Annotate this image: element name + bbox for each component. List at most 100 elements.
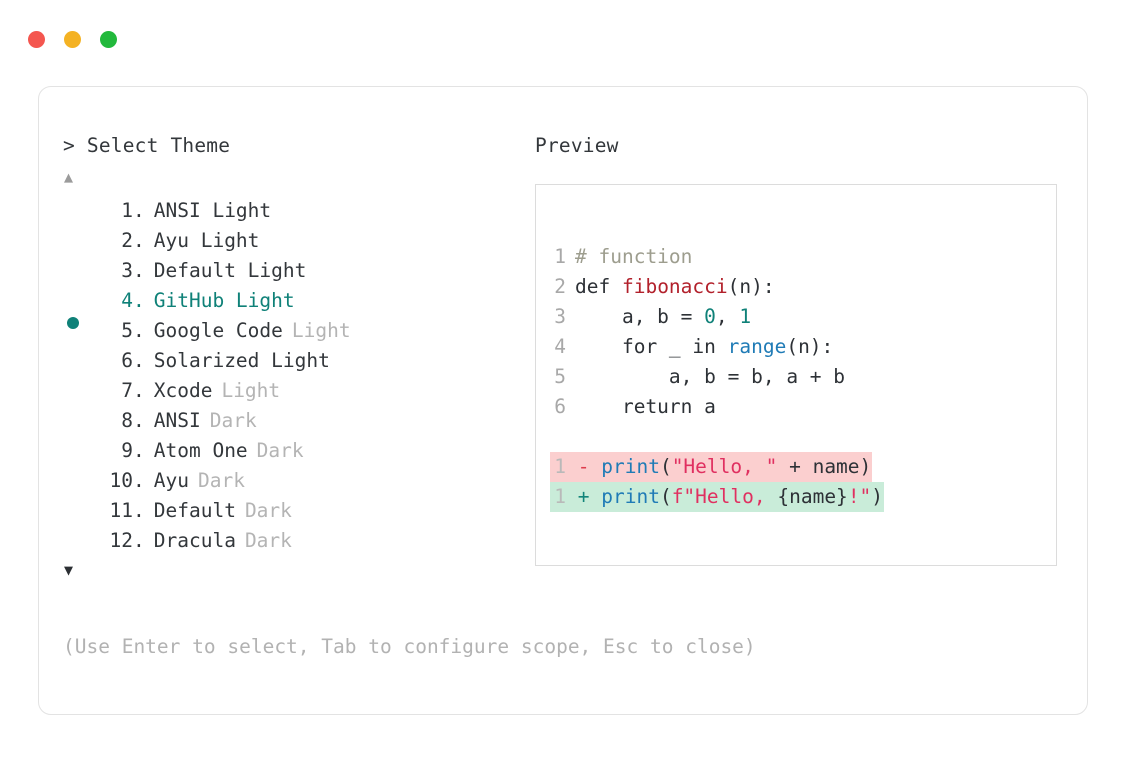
theme-item-number: 11 xyxy=(109,499,133,522)
theme-item-name: Xcode xyxy=(153,379,213,402)
theme-item-number: 8 xyxy=(121,409,133,432)
code-token: fibonacci xyxy=(621,275,728,298)
theme-item-name: ANSI xyxy=(153,409,201,432)
theme-item-variant-label: Dark xyxy=(197,469,245,492)
theme-list-item[interactable]: 1.ANSI Light xyxy=(63,196,533,226)
code-token: range xyxy=(727,335,787,358)
theme-item-number: 1 xyxy=(121,199,133,222)
scroll-up-arrow-icon[interactable]: ▲ xyxy=(64,168,74,186)
line-number: 1 xyxy=(550,482,566,512)
line-number: 4 xyxy=(554,335,566,358)
theme-item-name: Dracula xyxy=(153,529,236,552)
theme-item-dot: . xyxy=(133,289,145,312)
code-token: a, b = b, a + b xyxy=(575,365,846,388)
theme-item-name: Google Code xyxy=(153,319,283,342)
minimize-button[interactable] xyxy=(64,31,81,48)
line-number: 1 xyxy=(550,452,566,482)
close-button[interactable] xyxy=(28,31,45,48)
code-token: for _ in xyxy=(575,335,728,358)
theme-list-item[interactable]: 3.Default Light xyxy=(63,256,533,286)
theme-list-item[interactable]: 6. Solarized Light xyxy=(63,346,533,376)
code-token: "Hello, " xyxy=(671,455,778,478)
window-titlebar xyxy=(28,31,117,48)
theme-item-dot: . xyxy=(133,439,145,462)
code-line: 3 a, b = 0, 1 xyxy=(550,302,1056,332)
theme-item-variant-label: Light xyxy=(291,319,351,342)
theme-item-dot: . xyxy=(133,409,145,432)
code-token: !" xyxy=(847,485,872,508)
line-number: 2 xyxy=(554,275,566,298)
theme-item-number: 2 xyxy=(121,229,133,252)
theme-item-name: ANSI Light xyxy=(153,199,272,222)
theme-item-dot: . xyxy=(133,349,145,372)
code-token xyxy=(589,485,601,508)
theme-item-number: 12 xyxy=(109,529,133,552)
theme-item-number: 4 xyxy=(121,289,133,312)
code-token: return a xyxy=(575,395,716,418)
code-token xyxy=(589,455,601,478)
code-token: # function xyxy=(575,245,693,268)
scroll-down-arrow-icon[interactable]: ▼ xyxy=(64,561,74,579)
theme-item-name: Ayu Light xyxy=(153,229,260,252)
theme-item-number: 6 xyxy=(121,349,133,372)
theme-item-dot: . xyxy=(133,319,145,342)
code-token: + name) xyxy=(777,455,872,478)
theme-list-item[interactable]: 10. Ayu Dark xyxy=(63,466,533,496)
theme-item-variant-label: Dark xyxy=(244,529,292,552)
line-number: 3 xyxy=(554,305,566,328)
theme-item-number: 10 xyxy=(109,469,133,492)
line-number: 5 xyxy=(554,365,566,388)
code-token: print xyxy=(601,485,660,508)
theme-item-variant-label: Dark xyxy=(209,409,257,432)
theme-item-name: Solarized Light xyxy=(153,349,330,372)
code-token: ( xyxy=(659,485,672,508)
code-token: (n): xyxy=(786,335,834,358)
code-token: ( xyxy=(659,455,672,478)
code-token: ) xyxy=(871,485,884,508)
selected-bullet-icon xyxy=(67,317,79,329)
theme-item-variant-label: Dark xyxy=(256,439,304,462)
theme-item-dot: . xyxy=(133,259,145,282)
code-token: print xyxy=(601,455,660,478)
theme-item-name: Ayu xyxy=(153,469,189,492)
theme-item-dot: . xyxy=(133,469,145,492)
code-line-text: # function xyxy=(575,242,692,272)
theme-list-item[interactable]: 2. Ayu Light xyxy=(63,226,533,256)
code-line: 1 # function xyxy=(550,242,1056,272)
code-line: 4 for _ in range(n): xyxy=(550,332,1056,362)
theme-item-name: GitHub Light xyxy=(153,289,295,312)
code-line: 5 a, b = b, a + b xyxy=(550,362,1056,392)
theme-item-dot: . xyxy=(133,529,145,552)
theme-list-item[interactable]: 12. Dracula Dark xyxy=(63,526,533,556)
theme-item-dot: . xyxy=(133,229,145,252)
code-line-text: def fibonacci(n): xyxy=(575,272,775,302)
theme-item-variant-label: Light xyxy=(221,379,281,402)
theme-item-variant-label: Dark xyxy=(244,499,292,522)
code-token: 0 xyxy=(704,305,716,328)
diff-sign: + xyxy=(566,485,590,508)
code-blank-line xyxy=(550,422,1056,452)
code-line-text: for _ in range(n): xyxy=(575,332,833,362)
theme-item-name: Atom One xyxy=(153,439,248,462)
theme-list-item[interactable]: 8. ANSI Dark xyxy=(63,406,533,436)
diff-sign: - xyxy=(566,455,590,478)
theme-list-item[interactable]: 9. Atom One Dark xyxy=(63,436,533,466)
maximize-button[interactable] xyxy=(100,31,117,48)
keyboard-hint: (Use Enter to select, Tab to configure s… xyxy=(63,635,756,658)
code-line-text: return a xyxy=(575,392,716,422)
theme-list-item[interactable]: 4. GitHub Light xyxy=(63,286,533,329)
code-token: def xyxy=(575,275,622,298)
preview-title: Preview xyxy=(535,134,619,157)
theme-item-number: 9 xyxy=(121,439,133,462)
theme-item-dot: . xyxy=(133,499,145,522)
line-number: 1 xyxy=(554,245,566,268)
diff-line-text: + print(f"Hello, {name}!") xyxy=(566,482,885,512)
code-token: a, b = xyxy=(575,305,705,328)
diff-line-add: 1 + print(f"Hello, {name}!") xyxy=(550,482,1056,512)
